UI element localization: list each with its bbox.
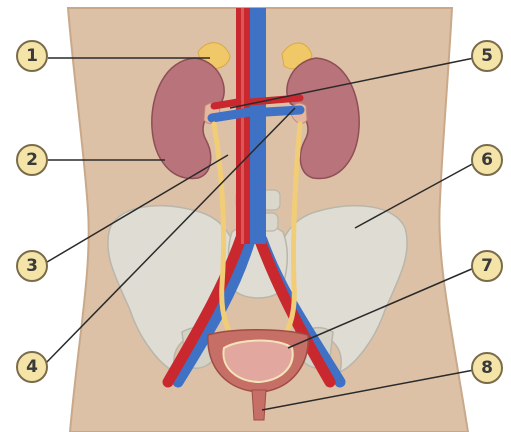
callout-6: 6 — [472, 145, 502, 175]
callout-1: 1 — [17, 41, 47, 71]
callout-4-number: 4 — [26, 357, 38, 377]
callout-3-number: 3 — [26, 256, 38, 276]
callout-6-number: 6 — [481, 150, 493, 170]
renal-artery-left — [214, 102, 238, 106]
renal-vein-right — [266, 110, 300, 112]
callout-2: 2 — [17, 145, 47, 175]
urethra — [252, 390, 266, 420]
callout-1-number: 1 — [26, 46, 38, 66]
callout-2-number: 2 — [26, 150, 38, 170]
callout-7-number: 7 — [481, 256, 493, 276]
callout-5-number: 5 — [481, 46, 493, 66]
callout-7: 7 — [472, 251, 502, 281]
great-vessels — [236, 8, 266, 244]
callout-8-number: 8 — [481, 358, 493, 378]
callout-5: 5 — [472, 41, 502, 71]
callout-4: 4 — [17, 352, 47, 382]
callout-3: 3 — [17, 251, 47, 281]
callout-8: 8 — [472, 353, 502, 383]
renal-vein-left — [212, 112, 250, 118]
inferior-vena-cava — [250, 8, 266, 244]
